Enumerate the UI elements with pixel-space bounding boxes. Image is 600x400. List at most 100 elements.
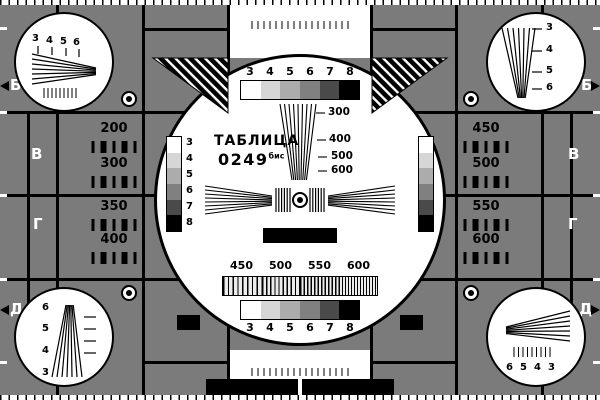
fan-number: 3 bbox=[42, 367, 49, 378]
grayscale-step bbox=[241, 81, 261, 99]
bullseye-target bbox=[121, 285, 137, 301]
fan-number: 4 bbox=[42, 345, 49, 356]
panel-label-200: 200 bbox=[100, 121, 128, 136]
edge-tick bbox=[0, 361, 7, 364]
grayscale-step bbox=[260, 81, 281, 99]
grayscale-bar-left bbox=[166, 136, 182, 232]
row-letter-d-right: Д bbox=[579, 300, 593, 318]
grayscale-number: 8 bbox=[186, 217, 193, 228]
panel-label-450: 450 bbox=[472, 121, 500, 136]
panel-label-400: 400 bbox=[100, 232, 128, 247]
card-code-suffix: бис bbox=[268, 151, 285, 161]
bottom-black-bar-right bbox=[302, 379, 394, 396]
grayscale-step bbox=[419, 184, 433, 200]
grayscale-step bbox=[419, 152, 433, 169]
grating-500 bbox=[261, 277, 300, 295]
card-title: ТАБЛИЦА bbox=[214, 133, 300, 149]
tick-group bbox=[463, 252, 509, 264]
grating-450 bbox=[223, 277, 262, 295]
grayscale-step bbox=[419, 215, 433, 232]
corner-circle-top-left: 3 4 5 6 bbox=[14, 12, 114, 112]
wedge-label: 400 bbox=[329, 133, 351, 145]
resolution-fan-icon bbox=[505, 310, 571, 357]
edge-tick bbox=[0, 27, 7, 30]
grating-550 bbox=[300, 277, 339, 295]
row-letter-v-right: В bbox=[568, 145, 580, 163]
edge-tick bbox=[593, 361, 600, 364]
tick-group bbox=[91, 219, 137, 231]
wedge-label: 500 bbox=[331, 150, 353, 162]
grayscale-step bbox=[319, 81, 340, 99]
grayscale-number: 7 bbox=[186, 201, 193, 212]
corner-circle-bottom-right: 6 5 4 3 bbox=[486, 287, 586, 387]
grid-line bbox=[142, 0, 145, 400]
row-letter-g-right: Г bbox=[568, 215, 578, 233]
bullseye-target bbox=[121, 91, 137, 107]
grayscale-step bbox=[300, 301, 320, 319]
bullseye-target bbox=[463, 285, 479, 301]
resolution-fan-icon bbox=[31, 46, 97, 98]
grayscale-number: 5 bbox=[186, 169, 193, 180]
panel-label-350: 350 bbox=[100, 199, 128, 214]
row-letter-b-right: Б bbox=[581, 76, 593, 94]
fan-number: 5 bbox=[520, 362, 527, 373]
grayscale-step bbox=[419, 137, 433, 153]
edge-tick bbox=[0, 111, 7, 114]
line-frequency-gratings bbox=[222, 276, 378, 296]
grayscale-step bbox=[167, 199, 181, 216]
tick-group bbox=[91, 252, 137, 264]
fan-number: 4 bbox=[546, 44, 553, 55]
panel-label-550: 550 bbox=[472, 199, 500, 214]
grid-line bbox=[142, 28, 230, 31]
fan-number: 6 bbox=[42, 302, 49, 313]
resolution-fan-icon bbox=[501, 27, 542, 99]
wedge-label: 600 bbox=[331, 164, 353, 176]
edge-tick bbox=[593, 111, 600, 114]
bottom-black-bar-left bbox=[206, 379, 298, 396]
grayscale-step bbox=[280, 301, 301, 319]
fan-number: 6 bbox=[73, 37, 80, 48]
grayscale-step bbox=[419, 199, 433, 216]
fan-number: 3 bbox=[546, 22, 553, 33]
fan-number: 3 bbox=[548, 362, 555, 373]
fan-number: 3 bbox=[32, 33, 39, 44]
tick-group bbox=[463, 219, 509, 231]
wedge-label: 300 bbox=[328, 106, 350, 118]
grayscale-step bbox=[241, 301, 261, 319]
fan-number: 4 bbox=[46, 35, 53, 46]
top-center-cell bbox=[230, 5, 370, 58]
edge-tick bbox=[0, 194, 7, 197]
grayscale-step bbox=[419, 168, 433, 185]
row-letter-g-left: Г bbox=[33, 215, 43, 233]
grayscale-number: 4 bbox=[186, 153, 193, 164]
grayscale-step bbox=[339, 301, 360, 319]
fan-number: 4 bbox=[534, 362, 541, 373]
tick-group bbox=[463, 176, 509, 188]
edge-tick bbox=[593, 278, 600, 281]
fan-number: 5 bbox=[60, 36, 67, 47]
edge-tick bbox=[593, 194, 600, 197]
panel-label-500: 500 bbox=[472, 156, 500, 171]
black-block bbox=[177, 315, 200, 330]
bullseye-target bbox=[463, 91, 479, 107]
edge-tick bbox=[593, 27, 600, 30]
fan-number: 5 bbox=[42, 323, 49, 334]
bottom-ruler bbox=[0, 395, 600, 400]
corner-circle-bottom-left: 6 5 4 3 bbox=[14, 287, 114, 387]
row-marker-icon bbox=[0, 81, 9, 91]
grid-line bbox=[27, 111, 30, 364]
grid-line bbox=[142, 361, 230, 364]
top-ruler bbox=[0, 0, 600, 5]
tick-group bbox=[463, 141, 509, 153]
grid-line bbox=[455, 0, 458, 400]
center-bullseye-target bbox=[292, 192, 308, 208]
row-marker-icon bbox=[591, 81, 600, 91]
grayscale-step bbox=[300, 81, 320, 99]
grayscale-step bbox=[319, 301, 340, 319]
grayscale-step bbox=[167, 137, 181, 153]
corner-circle-top-right: 3 4 5 6 bbox=[486, 12, 586, 112]
fan-number: 6 bbox=[546, 82, 553, 93]
